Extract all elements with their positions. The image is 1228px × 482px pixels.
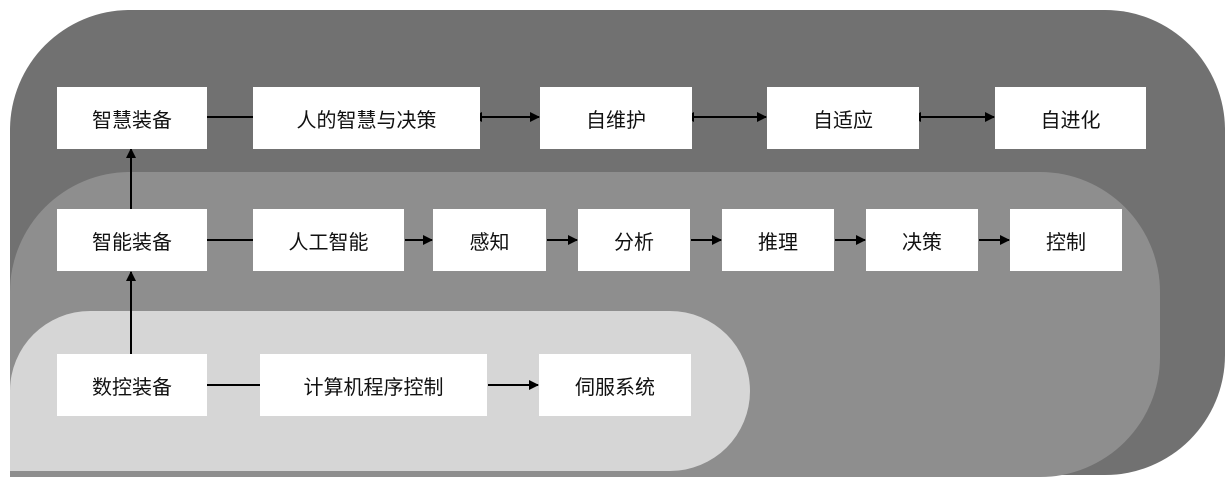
- human-wisdom-decision-box: 人的智慧与决策: [253, 87, 480, 149]
- self-evolution-box: 自进化: [995, 87, 1146, 149]
- perception-box: 感知: [433, 209, 546, 271]
- control-box: 控制: [1010, 209, 1122, 271]
- intelligent-equipment-box: 智能装备: [57, 209, 207, 271]
- computer-program-control-box: 计算机程序控制: [260, 354, 487, 416]
- ai-box: 人工智能: [253, 209, 404, 271]
- decision-box: 决策: [866, 209, 978, 271]
- self-adaptation-box: 自适应: [767, 87, 919, 149]
- self-maintenance-box: 自维护: [540, 87, 692, 149]
- cnc-equipment-box: 数控装备: [57, 354, 207, 416]
- analysis-box: 分析: [578, 209, 690, 271]
- servo-system-box: 伺服系统: [539, 354, 691, 416]
- reasoning-box: 推理: [722, 209, 834, 271]
- wisdom-equipment-box: 智慧装备: [57, 87, 207, 149]
